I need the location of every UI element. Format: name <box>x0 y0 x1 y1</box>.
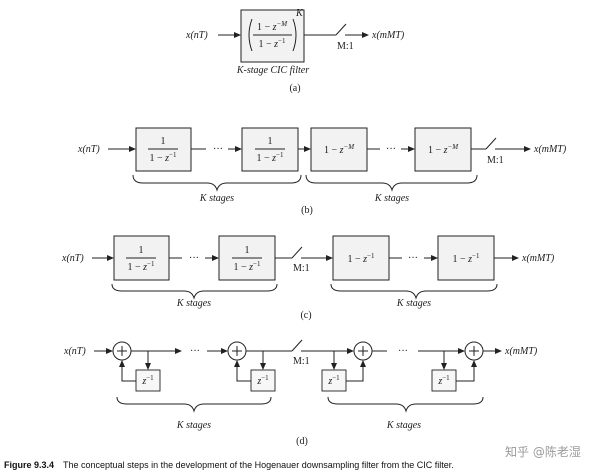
b-stages-left: K stages <box>199 193 234 204</box>
b-integrator-1-den: 1 − z−1​ <box>150 151 177 164</box>
b-comb-k-label: 1 − z−M​ <box>428 143 459 156</box>
a-denominator: 1 − z−1​ <box>259 37 286 50</box>
d-label: (d) <box>296 436 308 447</box>
c-stages-right: K stages <box>396 298 431 309</box>
c-dots-2: ··· <box>408 253 418 264</box>
b-brace-left <box>132 174 302 192</box>
b-comb-1 <box>310 127 368 172</box>
c-label: (c) <box>300 310 311 321</box>
d-decimator-switch <box>291 339 303 352</box>
c-comb-k <box>437 235 495 281</box>
b-decimator-label: M:1 <box>487 155 504 166</box>
c-comb-1 <box>332 235 390 281</box>
a-decimator-switch <box>335 23 347 36</box>
d-stages-right: K stages <box>386 420 421 431</box>
d-delay-3-label: z−1​ <box>327 374 340 387</box>
d-stages-left: K stages <box>176 420 211 431</box>
b-decimator-switch <box>485 137 497 150</box>
a-decimator-label: M:1 <box>337 41 354 52</box>
diagram-a: x(nT) 1 − z−M​ 1 − z−1​ K M:1 x(mMT) K-s… <box>185 8 405 94</box>
d-brace-left <box>116 396 272 413</box>
b-integrator-k-num: 1 <box>268 136 273 147</box>
b-dots-1: ··· <box>213 144 223 155</box>
diagram-d: x(nT) z−1​ ··· z−1​ M:1 <box>63 339 538 447</box>
diagram-b: x(nT) 1 1 − z−1​ ··· 1 1 − z−1​ 1 − z−M​… <box>77 127 567 216</box>
d-input-label: x(nT) <box>63 346 86 357</box>
d-delay-2-label: z−1​ <box>256 374 269 387</box>
d-dots-1: ··· <box>190 346 200 357</box>
a-input-label: x(nT) <box>185 30 208 41</box>
watermark: 知乎 @陈老湿 <box>505 444 581 459</box>
b-integrator-k-den: 1 − z−1​ <box>257 151 284 164</box>
b-input-label: x(nT) <box>77 144 100 155</box>
figure-caption-text: The conceptual steps in the development … <box>63 460 454 470</box>
figure-caption-number: Figure 9.3.4 <box>4 460 54 470</box>
a-caption: K-stage CIC filter <box>236 65 309 76</box>
d-delay-1-label: z−1​ <box>141 374 154 387</box>
c-integrator-k-den: 1 − z−1​ <box>234 260 261 273</box>
c-output-label: x(mMT) <box>521 253 555 264</box>
b-stages-right: K stages <box>374 193 409 204</box>
c-decimator-label: M:1 <box>293 263 310 274</box>
d-output-label: x(mMT) <box>504 346 538 357</box>
d-dots-2: ··· <box>398 346 408 357</box>
d-delay-4-label: z−1​ <box>437 374 450 387</box>
c-brace-right <box>330 283 498 300</box>
b-label: (b) <box>301 205 313 216</box>
c-integrator-1-den: 1 − z−1​ <box>128 260 155 273</box>
a-exponent: K <box>295 8 304 19</box>
c-comb-1-label: 1 − z−1​ <box>348 252 375 265</box>
a-output-label: x(mMT) <box>371 30 405 41</box>
b-brace-right <box>305 174 478 192</box>
a-label: (a) <box>289 83 300 94</box>
b-dots-2: ··· <box>386 144 396 155</box>
a-cic-block <box>240 9 305 63</box>
figure-caption: Figure 9.3.4 The conceptual steps in the … <box>4 460 454 470</box>
b-integrator-1-num: 1 <box>161 136 166 147</box>
diagram-c: x(nT) 1 1 − z−1​ ··· 1 1 − z−1​ M:1 1 − … <box>61 235 555 321</box>
c-integrator-k-num: 1 <box>245 245 250 256</box>
c-integrator-1-num: 1 <box>139 245 144 256</box>
c-comb-k-label: 1 − z−1​ <box>453 252 480 265</box>
b-output-label: x(mMT) <box>533 144 567 155</box>
c-dots-1: ··· <box>189 253 199 264</box>
c-stages-left: K stages <box>176 298 211 309</box>
c-brace-left <box>111 283 278 300</box>
c-input-label: x(nT) <box>61 253 84 264</box>
d-brace-right <box>327 396 484 413</box>
c-decimator-switch <box>291 246 303 259</box>
d-decimator-label: M:1 <box>293 356 310 367</box>
a-numerator: 1 − z−M​ <box>257 20 288 33</box>
b-comb-1-label: 1 − z−M​ <box>324 143 355 156</box>
